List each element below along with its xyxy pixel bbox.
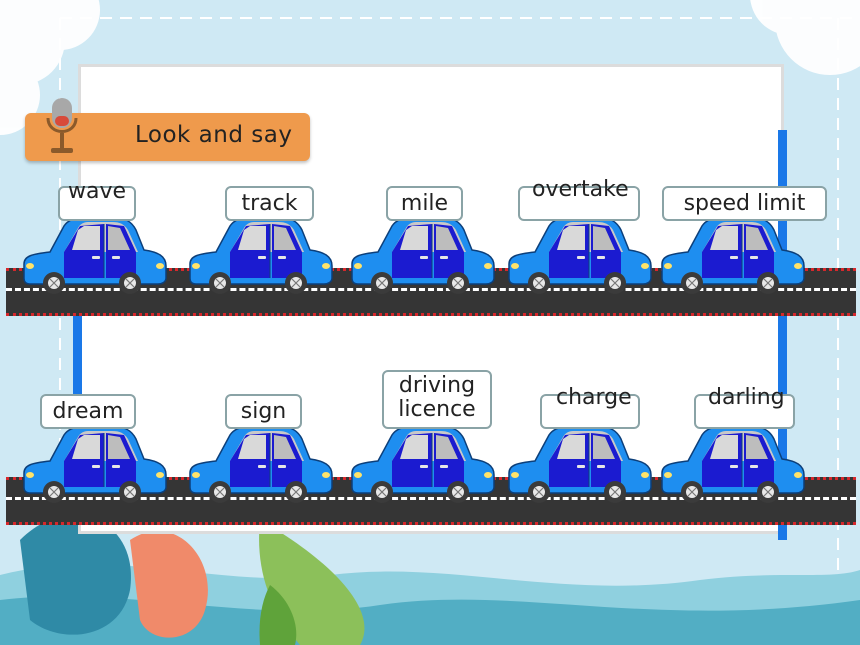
left-pole xyxy=(73,300,82,412)
car-icon xyxy=(189,426,333,503)
microphone-icon xyxy=(46,98,78,153)
word-label: driving licence xyxy=(398,373,476,422)
car-icon xyxy=(189,217,333,294)
word-label: wave xyxy=(68,179,127,204)
page-title: Look and say xyxy=(135,122,293,148)
title-tab xyxy=(25,113,310,161)
car-icon xyxy=(351,426,495,503)
word-label: darling xyxy=(708,385,785,410)
car-icon xyxy=(508,426,652,503)
word-label: charge xyxy=(556,385,632,410)
word-label: mile xyxy=(400,191,449,216)
car-icon xyxy=(508,217,652,294)
word-card xyxy=(386,186,463,221)
word-label: sign xyxy=(240,399,287,424)
word-label: track xyxy=(241,191,298,216)
word-card xyxy=(694,394,795,429)
word-card xyxy=(58,186,136,221)
car-icon xyxy=(23,426,167,503)
car-icon xyxy=(661,217,805,294)
car-icon xyxy=(351,217,495,294)
car-icon xyxy=(23,217,167,294)
word-label: dream xyxy=(52,399,124,424)
word-card xyxy=(225,186,314,221)
word-card xyxy=(540,394,640,429)
car-icon xyxy=(661,426,805,503)
word-card xyxy=(382,370,492,429)
word-label: speed limit xyxy=(683,191,806,216)
right-pole xyxy=(778,130,787,540)
word-label: overtake xyxy=(532,177,629,202)
word-card xyxy=(225,394,302,429)
word-card xyxy=(40,394,136,429)
word-card xyxy=(662,186,827,221)
word-card xyxy=(518,186,640,221)
